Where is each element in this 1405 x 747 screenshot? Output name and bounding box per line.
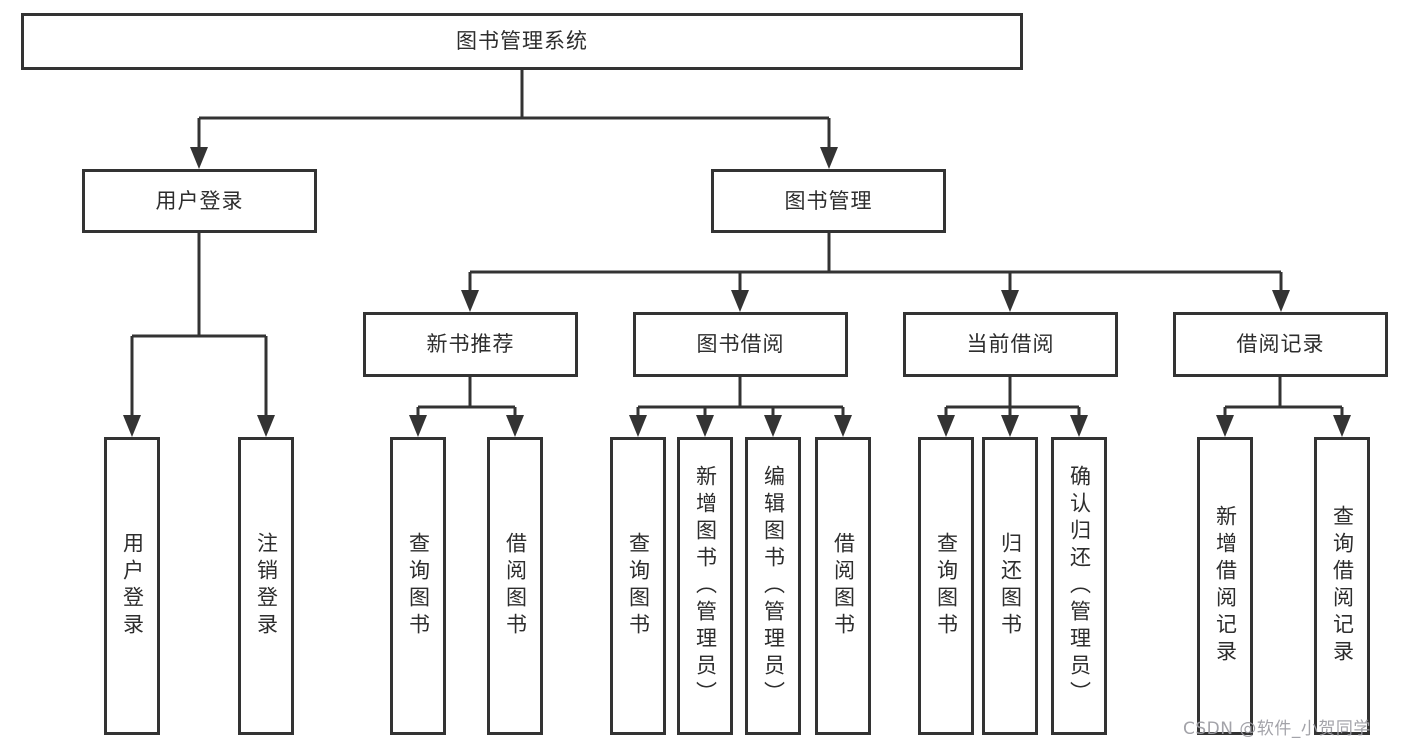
connector-borrow-records	[1223, 377, 1344, 417]
arrow-down-icon	[461, 290, 479, 312]
leaf-edit-book-admin: 编辑图书（管理员）	[745, 437, 801, 735]
leaf-query-borrow-record: 查询借阅记录	[1314, 437, 1370, 735]
node-new-book-recommend: 新书推荐	[363, 312, 578, 377]
connector-book-borrow	[636, 377, 845, 417]
arrow-down-icon	[506, 415, 524, 437]
leaf-return-book: 归还图书	[982, 437, 1038, 735]
arrow-down-icon	[731, 290, 749, 312]
arrow-down-icon	[696, 415, 714, 437]
arrowheads	[123, 147, 1351, 437]
arrow-down-icon	[409, 415, 427, 437]
arrow-down-icon	[820, 147, 838, 169]
leaf-borrow-book-recommend: 借阅图书	[487, 437, 543, 735]
node-borrow-records: 借阅记录	[1173, 312, 1388, 377]
leaf-query-book-current: 查询图书	[918, 437, 974, 735]
connector-new-book	[416, 377, 517, 417]
leaf-query-book-recommend: 查询图书	[390, 437, 446, 735]
arrow-down-icon	[1216, 415, 1234, 437]
leaf-borrow-book: 借阅图书	[815, 437, 871, 735]
connector-current-borrow	[944, 377, 1081, 417]
arrow-down-icon	[1333, 415, 1351, 437]
leaf-user-login: 用户登录	[104, 437, 160, 735]
csdn-watermark: CSDN @软件_小贺同学	[1183, 719, 1371, 739]
node-current-borrow: 当前借阅	[903, 312, 1118, 377]
arrow-down-icon	[1070, 415, 1088, 437]
leaf-confirm-return-admin: 确认归还（管理员）	[1051, 437, 1107, 735]
arrow-down-icon	[1001, 415, 1019, 437]
node-library-management-system: 图书管理系统	[21, 13, 1023, 70]
arrow-down-icon	[123, 415, 141, 437]
leaf-query-book-borrow: 查询图书	[610, 437, 666, 735]
node-book-borrow: 图书借阅	[633, 312, 848, 377]
node-book-management: 图书管理	[711, 169, 946, 233]
leaf-logout: 注销登录	[238, 437, 294, 735]
arrow-down-icon	[1001, 290, 1019, 312]
connector-user-login	[130, 233, 268, 417]
connector-root	[197, 70, 831, 149]
arrow-down-icon	[629, 415, 647, 437]
leaf-add-borrow-record: 新增借阅记录	[1197, 437, 1253, 735]
connector-book-management	[468, 233, 1283, 292]
node-user-login: 用户登录	[82, 169, 317, 233]
arrow-down-icon	[1272, 290, 1290, 312]
arrow-down-icon	[257, 415, 275, 437]
leaf-add-book-admin: 新增图书（管理员）	[677, 437, 733, 735]
arrow-down-icon	[764, 415, 782, 437]
arrow-down-icon	[190, 147, 208, 169]
arrow-down-icon	[937, 415, 955, 437]
arrow-down-icon	[834, 415, 852, 437]
connector-paths	[130, 70, 1344, 417]
